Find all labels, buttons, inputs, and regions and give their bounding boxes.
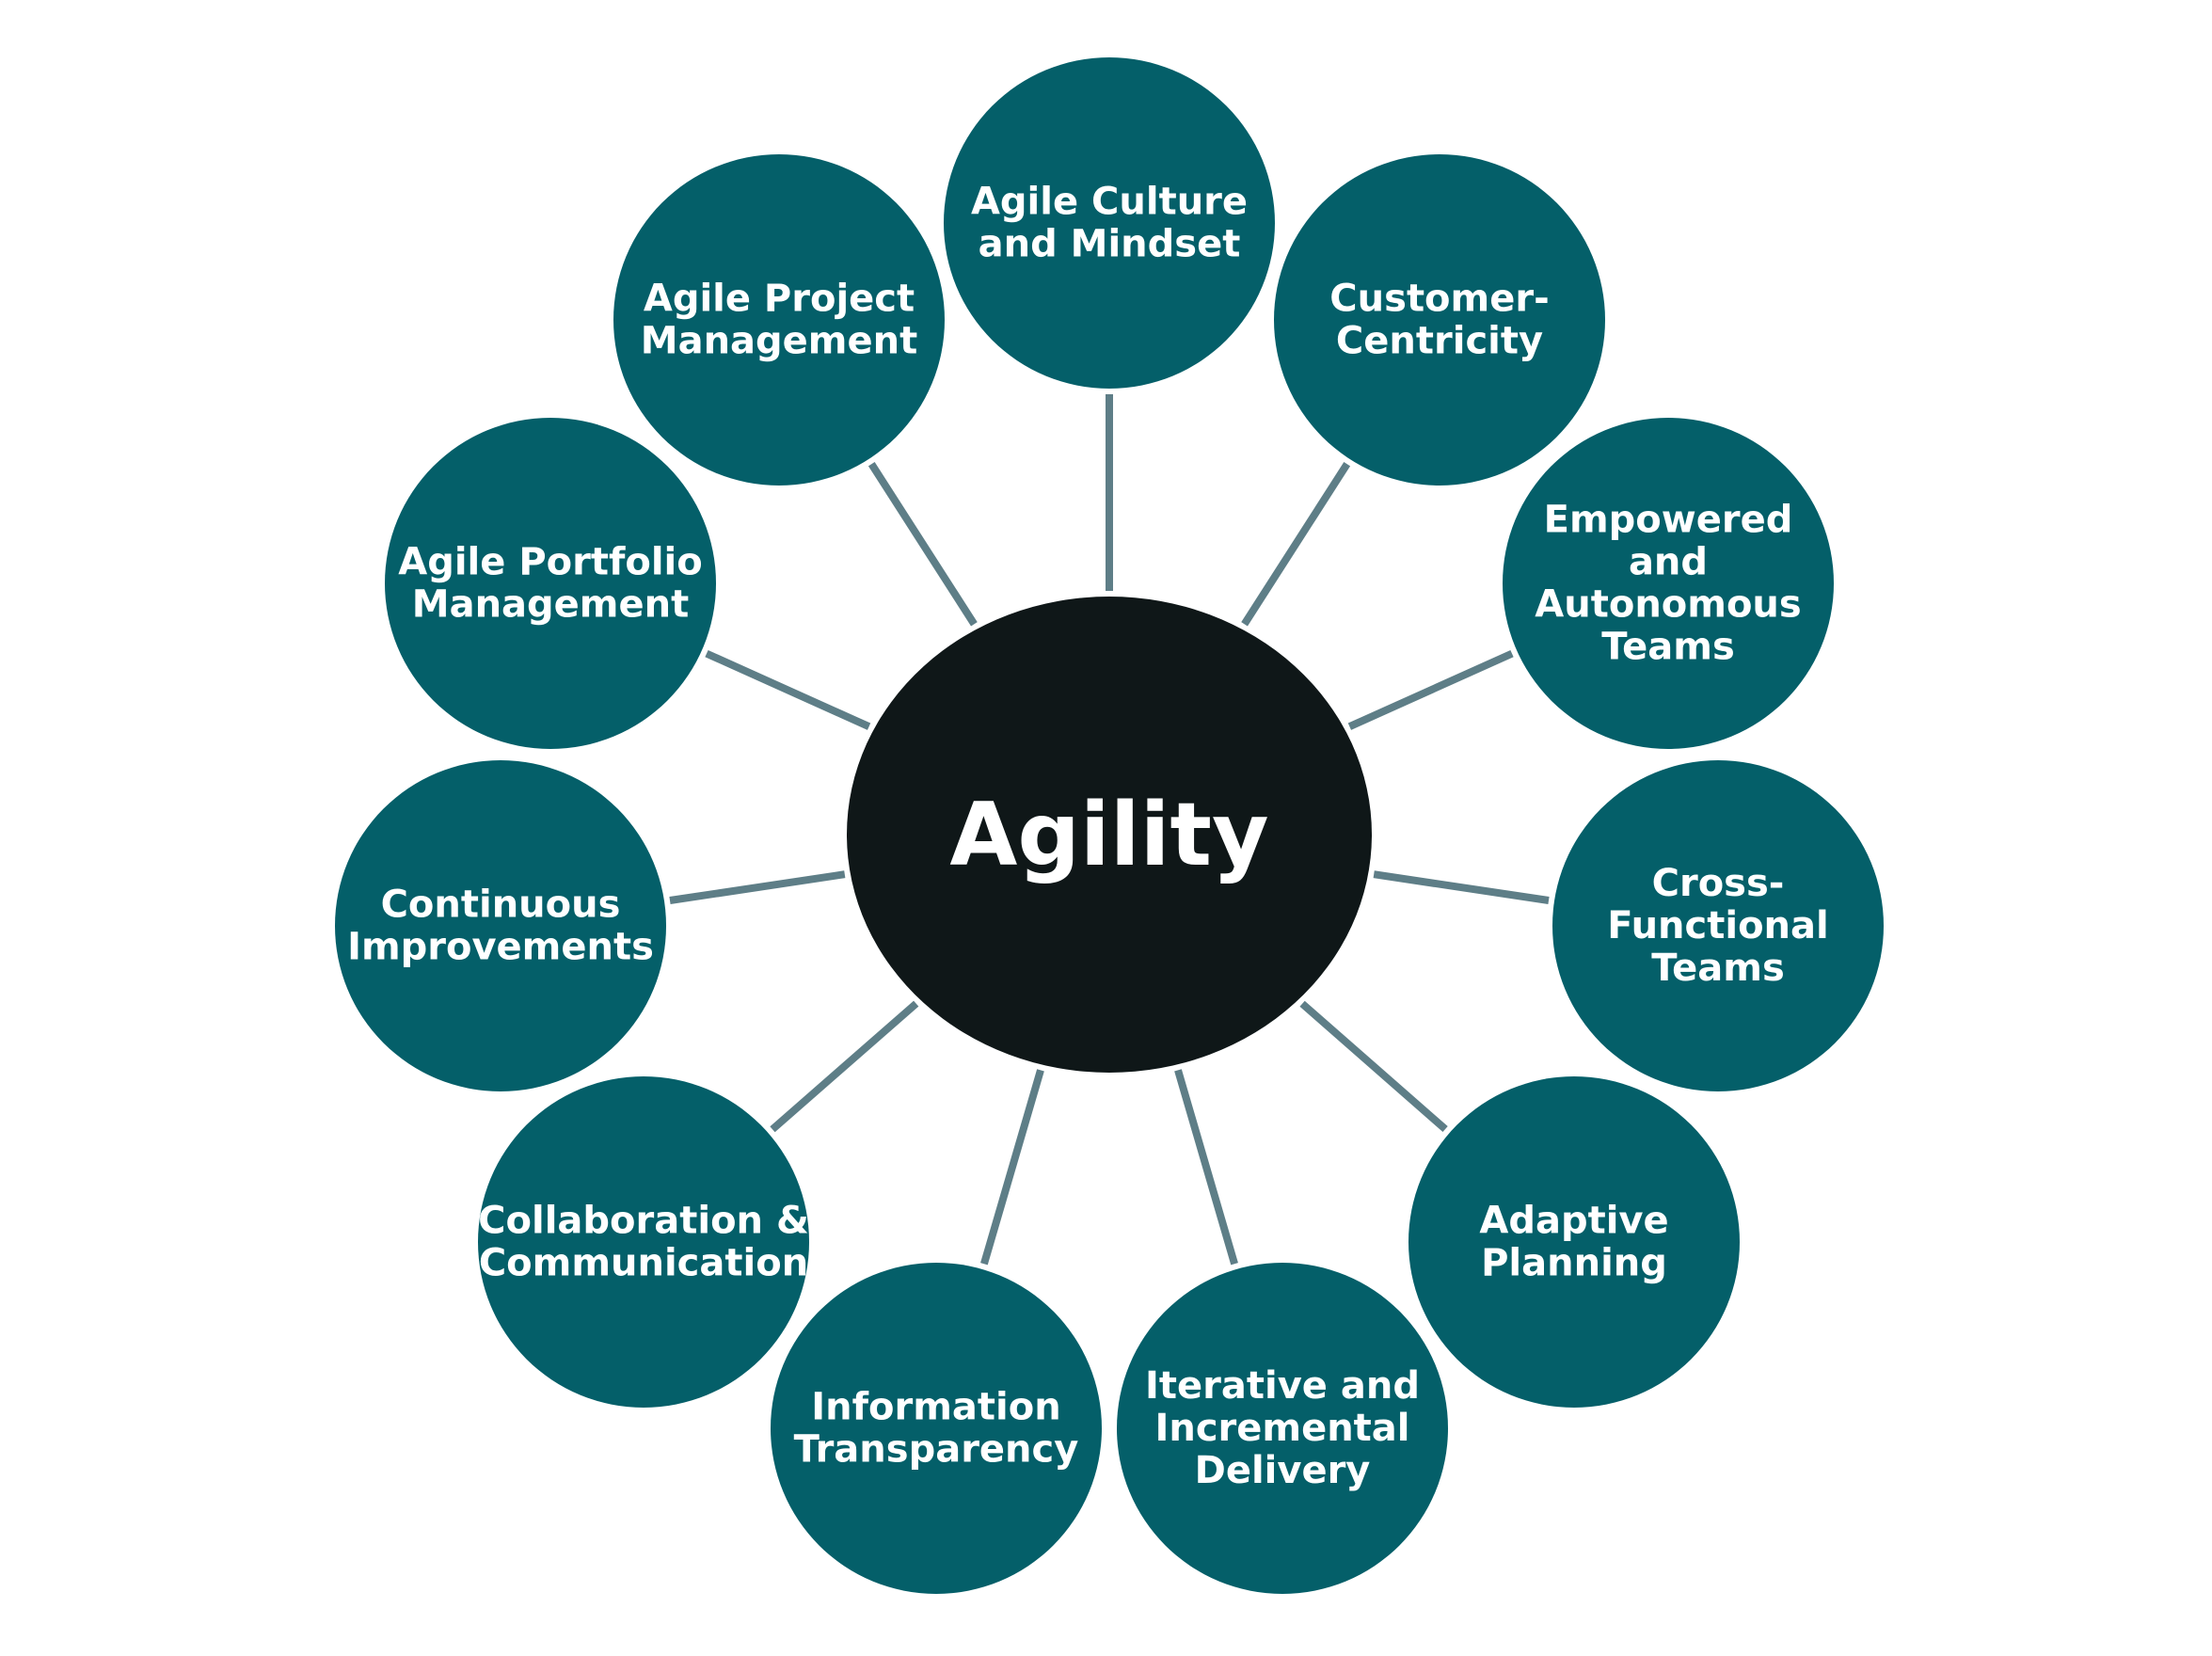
node-label-line: and <box>1629 541 1708 584</box>
node-label-line: Agile Portfolio <box>398 541 703 584</box>
hub-label: Agility <box>949 784 1268 885</box>
node-label-line: Customer- <box>1329 278 1549 321</box>
node-label-line: Incremental <box>1154 1407 1409 1450</box>
node-label-line: Centricity <box>1336 320 1543 363</box>
node-circle-continuous-improvements <box>335 760 666 1091</box>
connector-lines <box>669 394 1550 1266</box>
connector-empowered-teams <box>1347 649 1514 730</box>
node-circle-information-transparency <box>771 1263 1102 1594</box>
node-circle-agile-project-management <box>613 154 945 486</box>
node-circle-agile-portfolio-management <box>385 418 716 749</box>
node-label-line: Continuous <box>381 884 621 927</box>
node-collaboration-communication: Collaboration &Communication <box>478 1076 809 1408</box>
node-label-line: Adaptive <box>1479 1200 1668 1243</box>
node-label-line: Planning <box>1481 1242 1667 1285</box>
node-label-line: Iterative and <box>1145 1364 1420 1408</box>
node-label-line: and Mindset <box>979 223 1241 266</box>
node-label-line: Agile Culture <box>971 181 1248 224</box>
node-label-line: Management <box>641 320 917 363</box>
node-circle-adaptive-planning <box>1408 1076 1740 1408</box>
node-circle-empowered-teams <box>1503 418 1834 749</box>
node-circle-cross-functional-teams <box>1552 760 1884 1091</box>
node-label-line: Collaboration & <box>478 1200 809 1243</box>
node-circle-iterative-delivery <box>1117 1263 1448 1594</box>
connector-collaboration-communication <box>770 1000 919 1133</box>
node-label-line: Teams <box>1601 626 1735 669</box>
connector-customer-centricity <box>1241 462 1351 627</box>
node-label-line: Autonomous <box>1535 583 1801 627</box>
node-label-line: Transparency <box>794 1428 1079 1472</box>
node-label-line: Agile Project <box>644 278 915 321</box>
node-circle-collaboration-communication <box>478 1076 809 1408</box>
connector-agile-project-management <box>867 462 978 627</box>
hub-circle <box>847 597 1372 1073</box>
node-label-collaboration-communication: Collaboration &Communication <box>478 1200 809 1285</box>
connector-cross-functional-teams <box>1373 870 1550 904</box>
node-customer-centricity: Customer-Centricity <box>1274 154 1605 486</box>
node-label-line: Communication <box>479 1242 808 1285</box>
node-label-line: Information <box>811 1386 1060 1429</box>
node-label-line: Improvements <box>347 926 654 969</box>
node-label-line: Empowered <box>1544 499 1793 542</box>
node-label-line: Management <box>412 583 689 627</box>
connector-agile-portfolio-management <box>705 649 871 730</box>
node-label-line: Teams <box>1651 947 1785 990</box>
hub: Agility <box>847 597 1372 1073</box>
connector-continuous-improvements <box>669 870 846 904</box>
node-label-line: Cross- <box>1652 862 1785 905</box>
node-circle-customer-centricity <box>1274 154 1605 486</box>
connector-adaptive-planning <box>1299 1000 1448 1133</box>
connector-iterative-delivery <box>1174 1069 1238 1266</box>
node-label-line: Functional <box>1607 904 1829 947</box>
connector-information-transparency <box>980 1069 1044 1266</box>
node-label-line: Delivery <box>1195 1449 1371 1492</box>
node-label-customer-centricity: Customer-Centricity <box>1329 278 1549 363</box>
node-circle-agile-culture <box>944 57 1275 389</box>
